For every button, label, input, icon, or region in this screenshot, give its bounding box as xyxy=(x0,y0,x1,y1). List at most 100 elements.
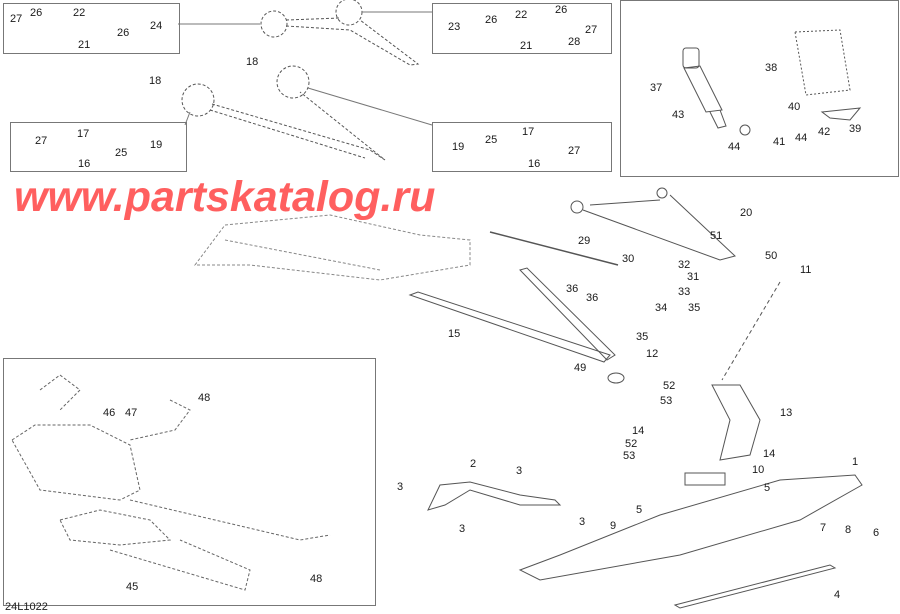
watermark: www.partskatalog.ru xyxy=(14,173,436,221)
callout-label: 49 xyxy=(574,362,587,374)
callout-label: 35 xyxy=(688,302,701,314)
callout-label: 45 xyxy=(126,581,139,593)
callout-label: 53 xyxy=(623,450,636,462)
spindle-13 xyxy=(711,384,761,461)
callout-label: 29 xyxy=(578,235,591,247)
callout-label: 14 xyxy=(763,448,776,460)
callout-label: 44 xyxy=(795,132,808,144)
callout-label: 18 xyxy=(246,56,259,68)
callout-label: 13 xyxy=(780,407,793,419)
callout-label: 42 xyxy=(818,126,831,138)
callout-label: 11 xyxy=(800,264,812,276)
callout-label: 21 xyxy=(78,39,91,51)
callout-label: 48 xyxy=(198,392,211,404)
callout-label: 26 xyxy=(485,14,498,26)
callout-label: 31 xyxy=(687,271,700,283)
upper-a-arm-20 xyxy=(570,187,736,261)
callout-label: 3 xyxy=(516,465,523,477)
callout-label: 32 xyxy=(678,259,691,271)
callout-label: 16 xyxy=(528,158,541,170)
callout-label: 19 xyxy=(452,141,465,153)
ski-1 xyxy=(518,474,863,581)
callout-label: 26 xyxy=(555,4,568,16)
callout-label: 35 xyxy=(636,331,649,343)
callout-label: 24 xyxy=(150,20,163,32)
callout-label: 17 xyxy=(77,128,90,140)
callout-label: 17 xyxy=(522,126,535,138)
detail-box-lower-arm-right-bushings xyxy=(432,122,612,172)
detail-box-upper-arm-left-bushings xyxy=(3,3,180,54)
callout-label: 23 xyxy=(448,21,461,33)
steering-column xyxy=(408,267,625,384)
callout-label: 51 xyxy=(710,230,723,242)
wear-pad-10 xyxy=(684,472,726,486)
callout-label: 10 xyxy=(752,464,765,476)
callout-label: 26 xyxy=(30,7,43,19)
callout-label: 3 xyxy=(579,516,586,528)
callout-label: 12 xyxy=(646,348,659,360)
callout-label: 46 xyxy=(103,407,116,419)
frame-mounting-sketch xyxy=(11,374,331,591)
lower-a-arm-sketch xyxy=(181,65,386,161)
callout-label: 3 xyxy=(397,481,404,493)
callout-label: 33 xyxy=(678,286,691,298)
callout-label: 44 xyxy=(728,141,741,153)
callout-label: 22 xyxy=(515,9,528,21)
detail-box-frame-mounting xyxy=(3,358,376,606)
spring-sketch xyxy=(794,29,862,121)
callout-label: 5 xyxy=(636,504,643,516)
callout-label: 9 xyxy=(610,520,617,532)
callout-label: 43 xyxy=(672,109,685,121)
callout-label: 18 xyxy=(149,75,162,87)
runner-4 xyxy=(673,564,837,609)
frame-sketch xyxy=(194,214,471,281)
callout-label: 36 xyxy=(566,283,579,295)
callout-label: 36 xyxy=(586,292,599,304)
detail-box-shock-absorber xyxy=(620,0,899,177)
callout-label: 52 xyxy=(625,438,638,450)
callout-label: 8 xyxy=(845,524,852,536)
callout-label: 5 xyxy=(764,482,771,494)
callout-label: 27 xyxy=(585,24,598,36)
detail-box-lower-arm-left-bushings xyxy=(10,122,187,172)
callout-label: 7 xyxy=(820,522,827,534)
callout-label: 16 xyxy=(78,158,91,170)
callout-label: 25 xyxy=(115,147,128,159)
callout-label: 27 xyxy=(35,135,48,147)
callout-label: 14 xyxy=(632,425,645,437)
callout-label: 28 xyxy=(568,36,581,48)
handle-2 xyxy=(427,481,562,511)
upper-a-arm-sketch xyxy=(260,0,420,66)
callout-label: 1 xyxy=(852,456,859,468)
callout-label: 37 xyxy=(650,82,663,94)
callout-label: 41 xyxy=(773,136,786,148)
callout-label: 39 xyxy=(849,123,862,135)
callout-label: 25 xyxy=(485,134,498,146)
callout-label: 26 xyxy=(117,27,130,39)
callout-label: 21 xyxy=(520,40,533,52)
spindle-axis xyxy=(721,281,781,381)
callout-label: 15 xyxy=(448,328,461,340)
callout-label: 48 xyxy=(310,573,323,585)
callout-label: 22 xyxy=(73,7,86,19)
callout-label: 38 xyxy=(765,62,778,74)
diagram-code: 24L1022 xyxy=(5,601,48,613)
callout-label: 4 xyxy=(834,589,841,601)
detail-box-upper-arm-right-bushings xyxy=(432,3,612,54)
callout-label: 50 xyxy=(765,250,778,262)
callout-label: 6 xyxy=(873,527,880,539)
callout-label: 40 xyxy=(788,101,801,113)
callout-label: 47 xyxy=(125,407,138,419)
tie-rod-29 xyxy=(489,231,619,266)
callout-label: 20 xyxy=(740,207,753,219)
callout-label: 3 xyxy=(459,523,466,535)
callout-label: 30 xyxy=(622,253,635,265)
callout-label: 27 xyxy=(568,145,581,157)
callout-label: 2 xyxy=(470,458,477,470)
callout-label: 52 xyxy=(663,380,676,392)
callout-label: 53 xyxy=(660,395,673,407)
callout-label: 34 xyxy=(655,302,668,314)
shock-absorber-sketch xyxy=(682,47,751,136)
